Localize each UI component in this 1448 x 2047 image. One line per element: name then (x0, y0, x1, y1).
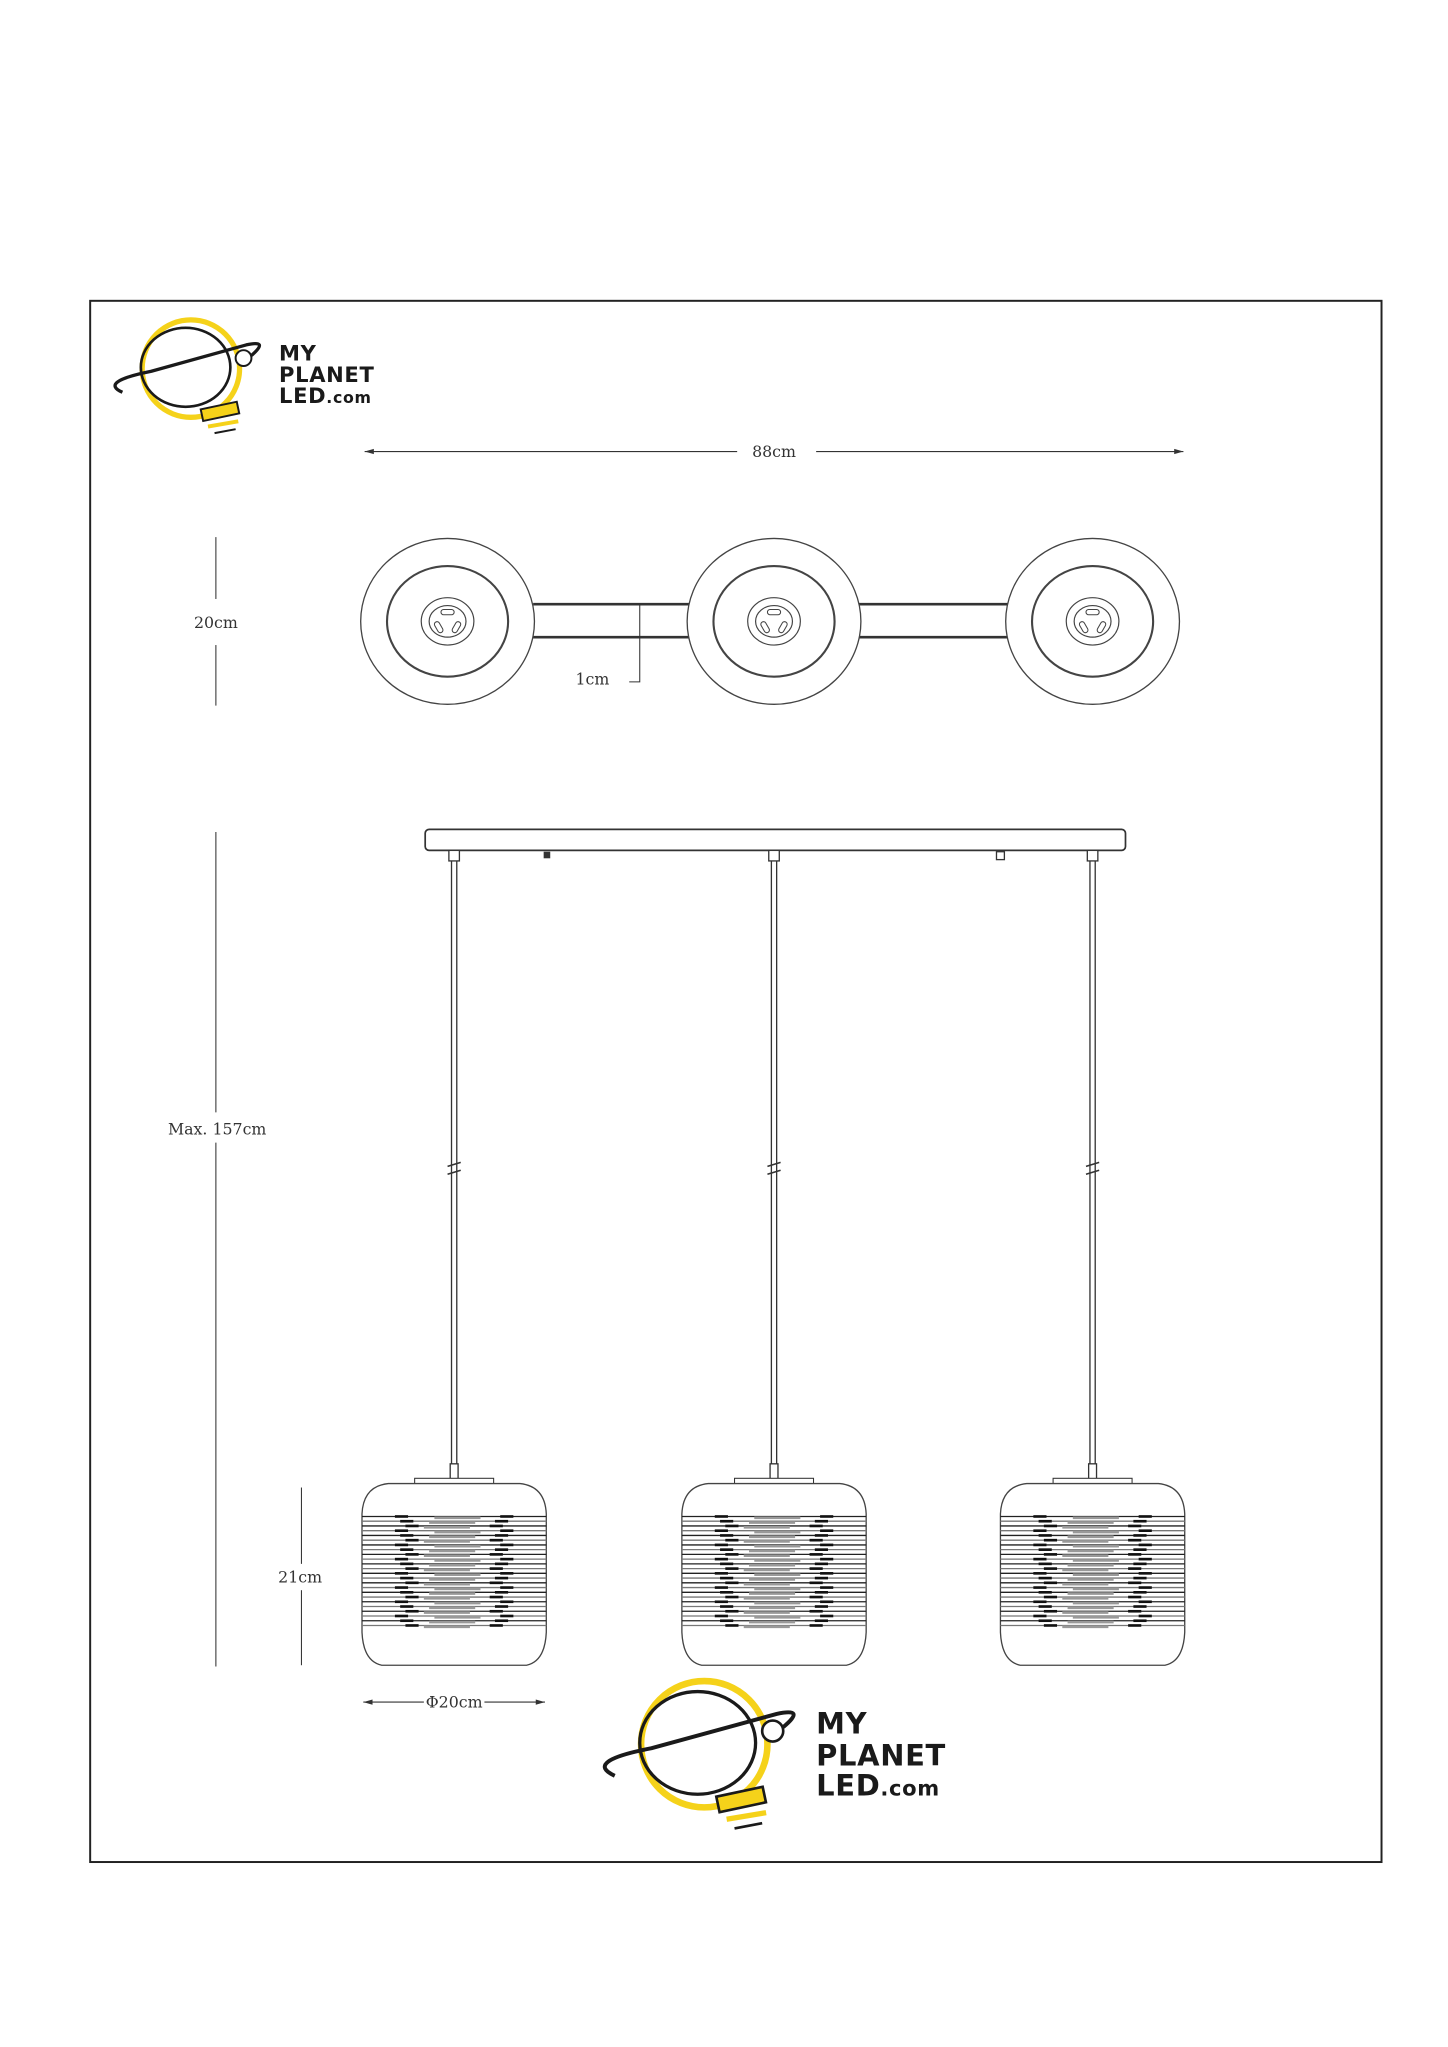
logo-top: MY PLANET LED.com (113, 317, 374, 435)
dimension-shade-diameter: Φ20cm (363, 1692, 545, 1711)
canopy (424, 828, 1127, 852)
logo-text-my: MY (816, 1707, 867, 1741)
top-view: 1cm (360, 537, 1181, 705)
logo-text-led: LED.com (279, 383, 372, 408)
logo-text-led: LED.com (816, 1769, 940, 1803)
max-height-label: Max. 157cm (168, 1120, 266, 1139)
glass-shade (681, 1477, 867, 1666)
logo-text-planet: PLANET (279, 362, 374, 387)
canopy-rosette-top (686, 537, 862, 705)
logo-text-my: MY (279, 341, 317, 366)
page-frame (89, 299, 1383, 1864)
pendant-lamp (681, 849, 867, 1666)
side-view (361, 828, 1186, 1666)
pendant-lamp (999, 849, 1186, 1666)
total-width-label: 88cm (752, 442, 796, 461)
bulb-planet-icon (113, 317, 261, 435)
glass-shade (999, 1477, 1186, 1666)
dimension-total-width: 88cm (364, 442, 1184, 461)
bar-width-label: 1cm (575, 670, 609, 689)
canopy-rosette-top (360, 537, 536, 705)
pendant-lamp (361, 849, 547, 1666)
bulb-planet-icon (602, 1677, 796, 1830)
glass-shade (361, 1477, 547, 1666)
logo-bottom: MY PLANET LED.com (602, 1677, 946, 1830)
dimension-shade-height: 21cm (278, 1487, 322, 1666)
logo-text-planet: PLANET (816, 1738, 946, 1772)
canopy-depth-label: 20cm (194, 613, 238, 632)
dimension-canopy-depth: 20cm (194, 537, 238, 706)
shade-height-label: 21cm (278, 1567, 322, 1586)
dimension-max-height: Max. 157cm (168, 831, 266, 1667)
shade-diameter-label: Φ20cm (426, 1692, 483, 1711)
canopy-rosette-top (1005, 537, 1181, 705)
